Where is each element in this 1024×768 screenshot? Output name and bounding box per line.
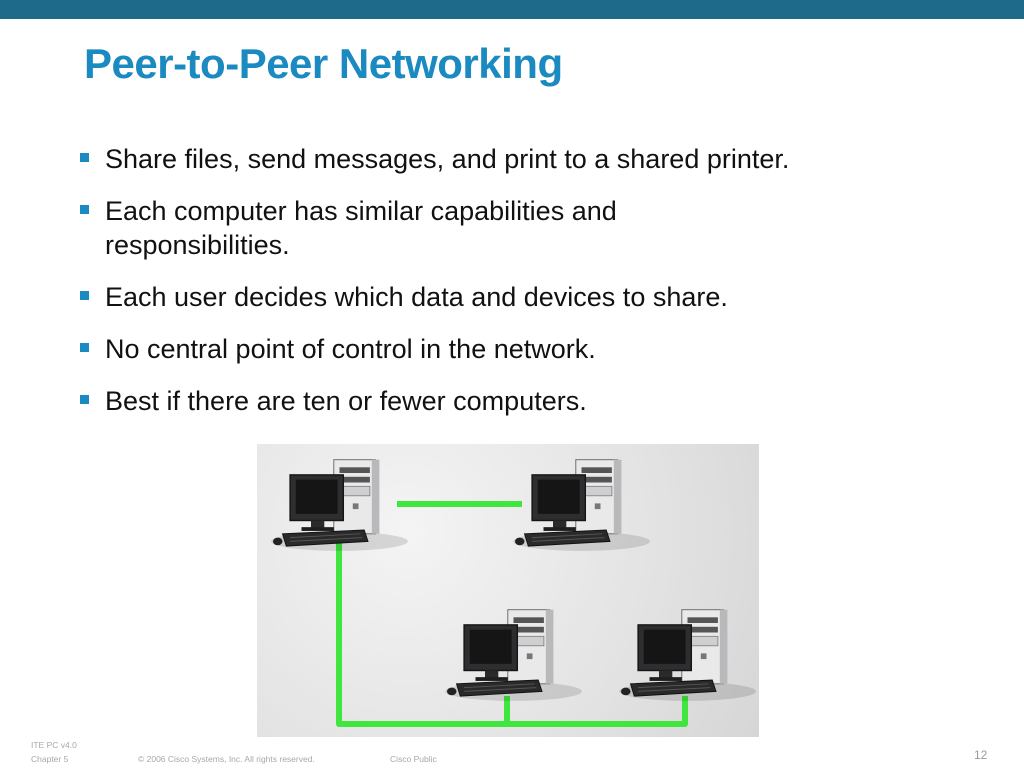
footer-chapter: Chapter 5 xyxy=(31,754,69,764)
bullet-text: Each computer has similar capabilities a… xyxy=(105,196,617,260)
page-number: 12 xyxy=(974,748,988,762)
bullet-item: Best if there are ten or fewer computers… xyxy=(78,384,1008,418)
footer-classification: Cisco Public xyxy=(390,754,437,764)
bullet-text: Share files, send messages, and print to… xyxy=(105,144,790,174)
bullet-square-icon xyxy=(80,291,89,300)
computer-icon xyxy=(512,458,651,552)
bullet-list: Share files, send messages, and print to… xyxy=(78,142,1008,436)
bullet-square-icon xyxy=(80,153,89,162)
computer-icon xyxy=(618,608,757,702)
computer-icon xyxy=(444,608,583,702)
slide-title: Peer-to-Peer Networking xyxy=(84,40,563,87)
bullet-item: Each computer has similar capabilities a… xyxy=(78,194,1008,262)
bullet-text: No central point of control in the netwo… xyxy=(105,334,596,364)
bullet-item: Each user decides which data and devices… xyxy=(78,280,1008,314)
footer-copyright: © 2006 Cisco Systems, Inc. All rights re… xyxy=(138,754,315,764)
bullet-square-icon xyxy=(80,205,89,214)
computer-icon xyxy=(270,458,409,552)
bullet-text: Best if there are ten or fewer computers… xyxy=(105,386,587,416)
top-bar xyxy=(0,0,1024,19)
bullet-square-icon xyxy=(80,343,89,352)
bullet-item: No central point of control in the netwo… xyxy=(78,332,1008,366)
bullet-text: Each user decides which data and devices… xyxy=(105,282,728,312)
bullet-square-icon xyxy=(80,395,89,404)
bullet-item: Share files, send messages, and print to… xyxy=(78,142,1008,176)
footer-course: ITE PC v4.0 xyxy=(31,740,77,750)
network-diagram xyxy=(257,444,759,737)
